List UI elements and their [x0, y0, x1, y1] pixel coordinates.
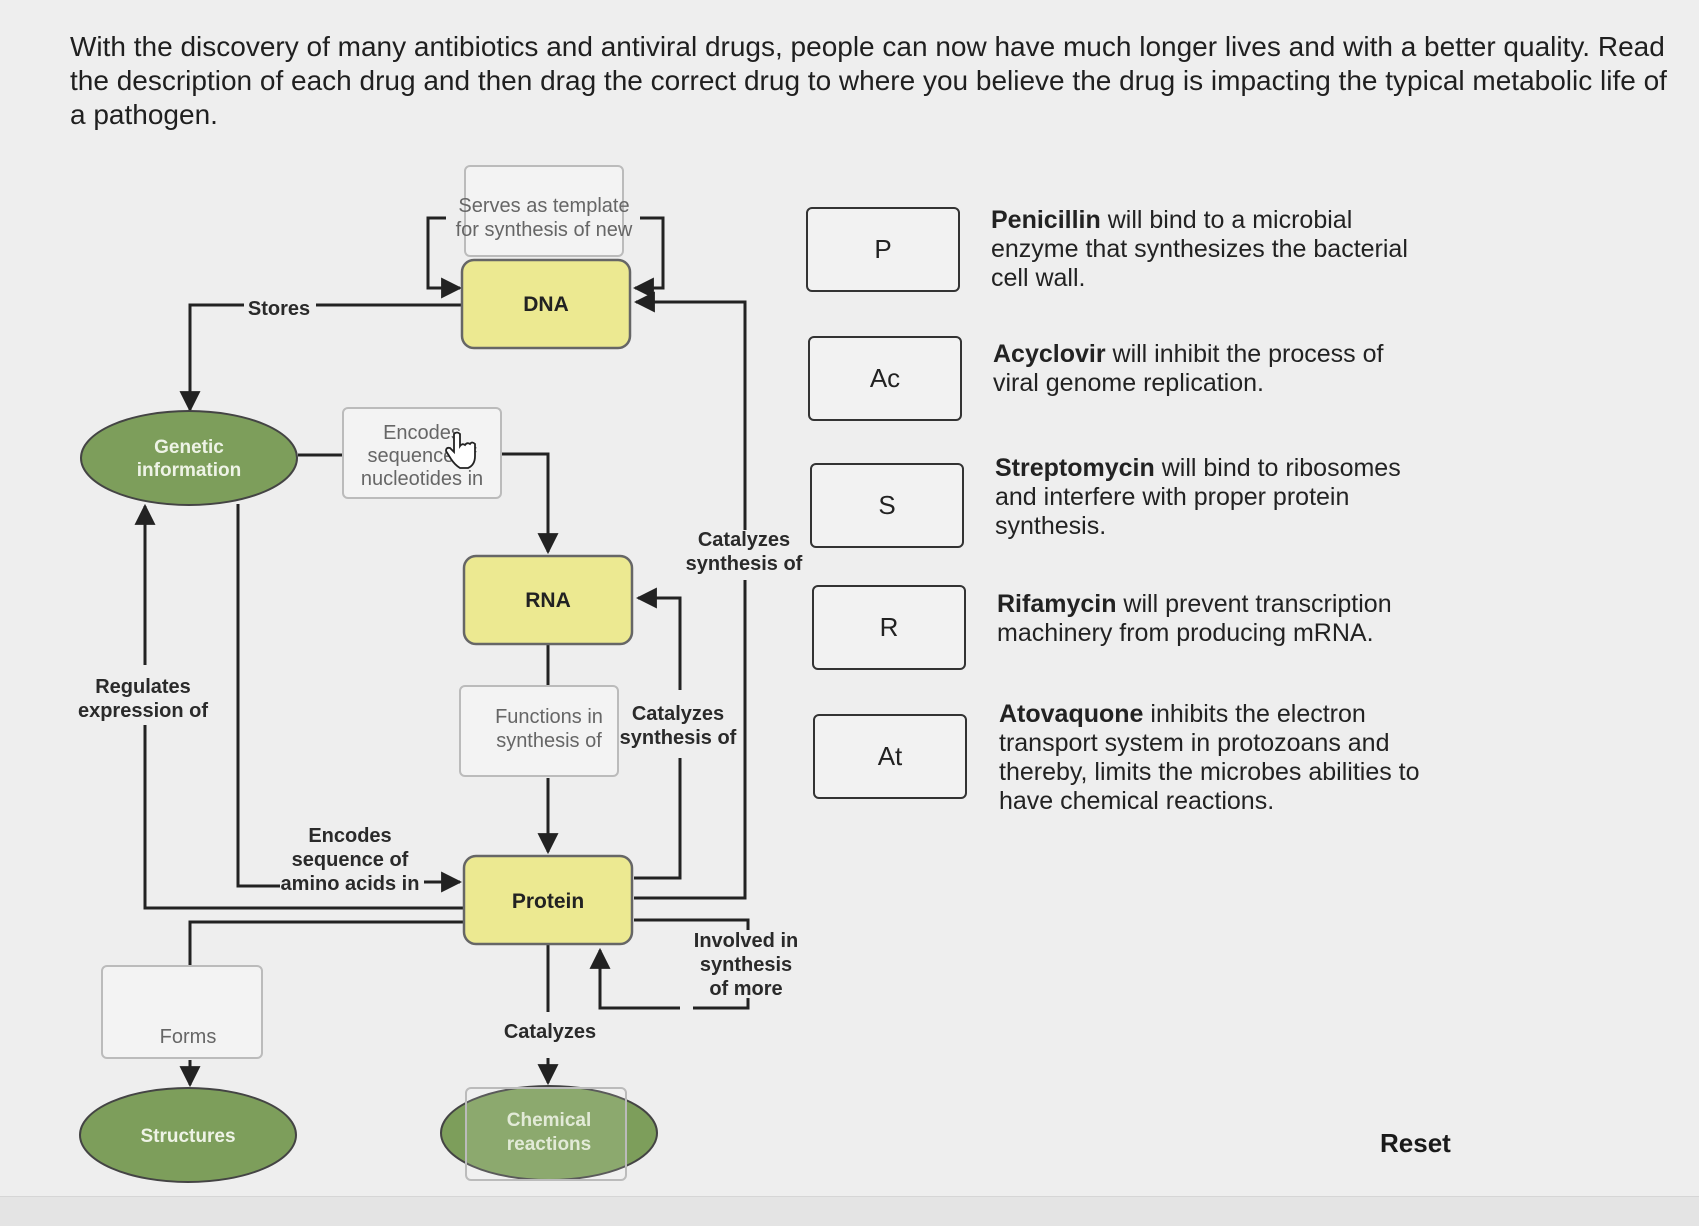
label-involved-line1: Involved in — [694, 930, 798, 952]
drug-text-acyclovir: will inhibit the process of viral genome… — [993, 340, 1384, 397]
label-catalyzes-dna-line2: synthesis of — [686, 553, 803, 575]
svg-text:Forms: Forms — [160, 1026, 217, 1048]
node-chemical-reactions: Chemical reactions — [440, 1085, 658, 1181]
drug-description-rifamycin: Rifamycin will prevent transcription mac… — [997, 590, 1437, 648]
drug-text-rifamycin: will prevent transcription machinery fro… — [997, 590, 1392, 647]
label-regulates-line2: expression of — [78, 700, 208, 722]
drop-slot-chemical-reactions[interactable] — [465, 1087, 627, 1181]
drop-slot-forms[interactable]: Forms — [101, 965, 263, 1059]
svg-text:reactions: reactions — [507, 1134, 591, 1155]
drug-description-penicillin: Penicillin will bind to a microbial enzy… — [991, 206, 1431, 293]
label-stores: Stores — [248, 298, 310, 320]
label-encodes-amino-line1: Encodes — [308, 825, 391, 847]
label-catalyzes-rna-line2: synthesis of — [620, 727, 737, 749]
diagram-connectors — [134, 216, 750, 1088]
node-genetic-information: Genetic information — [80, 410, 298, 506]
drug-description-atovaquone: Atovaquone inhibits the electron transpo… — [999, 700, 1439, 816]
reset-button[interactable]: Reset — [1380, 1128, 1451, 1158]
svg-text:for synthesis of new: for synthesis of new — [456, 219, 633, 241]
svg-text:nucleotides in: nucleotides in — [361, 468, 483, 490]
drug-name-streptomycin: Streptomycin — [995, 454, 1155, 482]
drop-slot-functions-in[interactable]: Functions in synthesis of — [459, 685, 619, 777]
svg-text:Protein: Protein — [512, 890, 584, 913]
drug-name-penicillin: Penicillin — [991, 206, 1101, 234]
node-structures: Structures — [79, 1087, 297, 1183]
svg-text:Chemical: Chemical — [507, 1110, 591, 1131]
label-encodes-amino-line2: sequence of — [292, 849, 409, 871]
node-rna: RNA — [462, 554, 634, 646]
label-involved-line3: of more — [709, 978, 782, 1000]
drug-name-atovaquone: Atovaquone — [999, 700, 1144, 728]
drug-chip-atovaquone[interactable]: At — [813, 714, 967, 799]
drug-chip-penicillin[interactable]: P — [806, 207, 960, 292]
label-regulates-line1: Regulates — [95, 676, 191, 698]
drug-name-rifamycin: Rifamycin — [997, 590, 1117, 618]
svg-text:synthesis of: synthesis of — [496, 730, 602, 752]
drug-name-acyclovir: Acyclovir — [993, 340, 1106, 368]
drug-chip-rifamycin[interactable]: R — [812, 585, 966, 670]
hand-cursor-icon — [445, 431, 476, 469]
bottom-bar — [0, 1196, 1699, 1226]
instructions-text: With the discovery of many antibiotics a… — [70, 31, 1667, 130]
label-catalyzes: Catalyzes — [504, 1021, 596, 1043]
svg-text:Functions in: Functions in — [495, 706, 603, 728]
label-encodes-amino-line3: amino acids in — [281, 873, 420, 895]
label-catalyzes-rna-line1: Catalyzes — [632, 703, 724, 725]
svg-text:Encodes: Encodes — [383, 422, 461, 444]
drop-slot-encodes-nucleotides[interactable]: Encodes sequence of nucleotides in — [342, 407, 502, 499]
drug-description-acyclovir: Acyclovir will inhibit the process of vi… — [993, 340, 1433, 398]
svg-text:Structures: Structures — [140, 1126, 235, 1147]
drop-slot-template[interactable]: Serves as template for synthesis of new — [456, 165, 633, 257]
svg-text:DNA: DNA — [523, 293, 569, 316]
svg-text:RNA: RNA — [525, 589, 571, 612]
label-involved-line2: synthesis — [700, 954, 792, 976]
node-dna: DNA — [460, 258, 632, 350]
drug-text-streptomycin: will bind to ribosomes and interfere wit… — [995, 454, 1401, 540]
label-catalyzes-dna-line1: Catalyzes — [698, 529, 790, 551]
drug-chip-streptomycin[interactable]: S — [810, 463, 964, 548]
drug-description-streptomycin: Streptomycin will bind to ribosomes and … — [995, 454, 1435, 541]
svg-text:Serves as template: Serves as template — [458, 195, 629, 217]
svg-text:Genetic: Genetic — [154, 437, 224, 458]
drug-chip-acyclovir[interactable]: Ac — [808, 336, 962, 421]
drug-text-atovaquone: inhibits the electron transport system i… — [999, 700, 1420, 815]
node-protein: Protein — [462, 854, 634, 946]
svg-text:information: information — [137, 460, 242, 481]
drug-text-penicillin: will bind to a microbial enzyme that syn… — [991, 206, 1408, 292]
